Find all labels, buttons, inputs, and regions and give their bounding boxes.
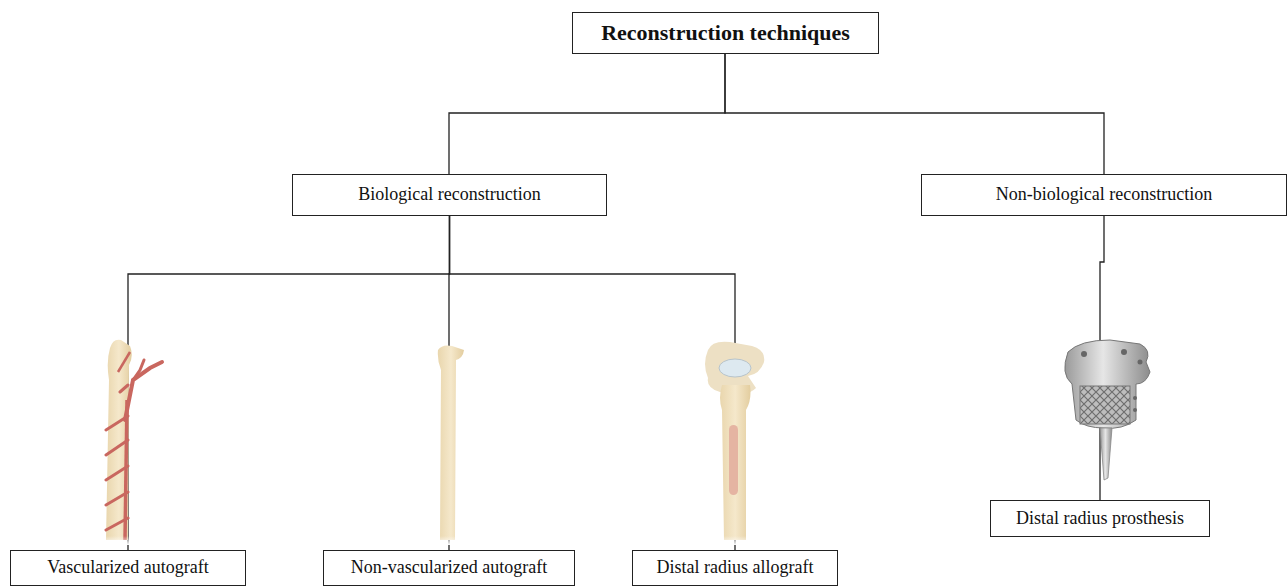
box-label: Vascularized autograft [47, 551, 208, 584]
category-box: Non-vascularized autograft [323, 550, 575, 586]
tree-connector [449, 54, 725, 174]
box-label: Distal radius prosthesis [1016, 501, 1184, 535]
category-box: Biological reconstruction [292, 174, 607, 216]
category-box: Vascularized autograft [10, 550, 246, 586]
box-label: Biological reconstruction [358, 175, 540, 214]
box-label: Non-biological reconstruction [996, 175, 1212, 214]
tree-connector [128, 216, 450, 550]
box-label: Distal radius allograft [657, 551, 814, 584]
non-vascularized-fibula [432, 346, 472, 546]
category-box: Non-biological reconstruction [921, 174, 1287, 216]
tree-connector [450, 216, 736, 550]
vascularized-fibula [100, 340, 170, 545]
box-label: Non-vascularized autograft [351, 551, 547, 584]
box-label: Reconstruction techniques [601, 13, 850, 52]
title-box: Reconstruction techniques [572, 12, 879, 54]
radius-allograft [700, 342, 770, 545]
category-box: Distal radius prosthesis [990, 500, 1210, 537]
category-box: Distal radius allograft [632, 550, 838, 586]
radius-prosthesis [1065, 340, 1150, 480]
tree-connector [725, 54, 1104, 174]
